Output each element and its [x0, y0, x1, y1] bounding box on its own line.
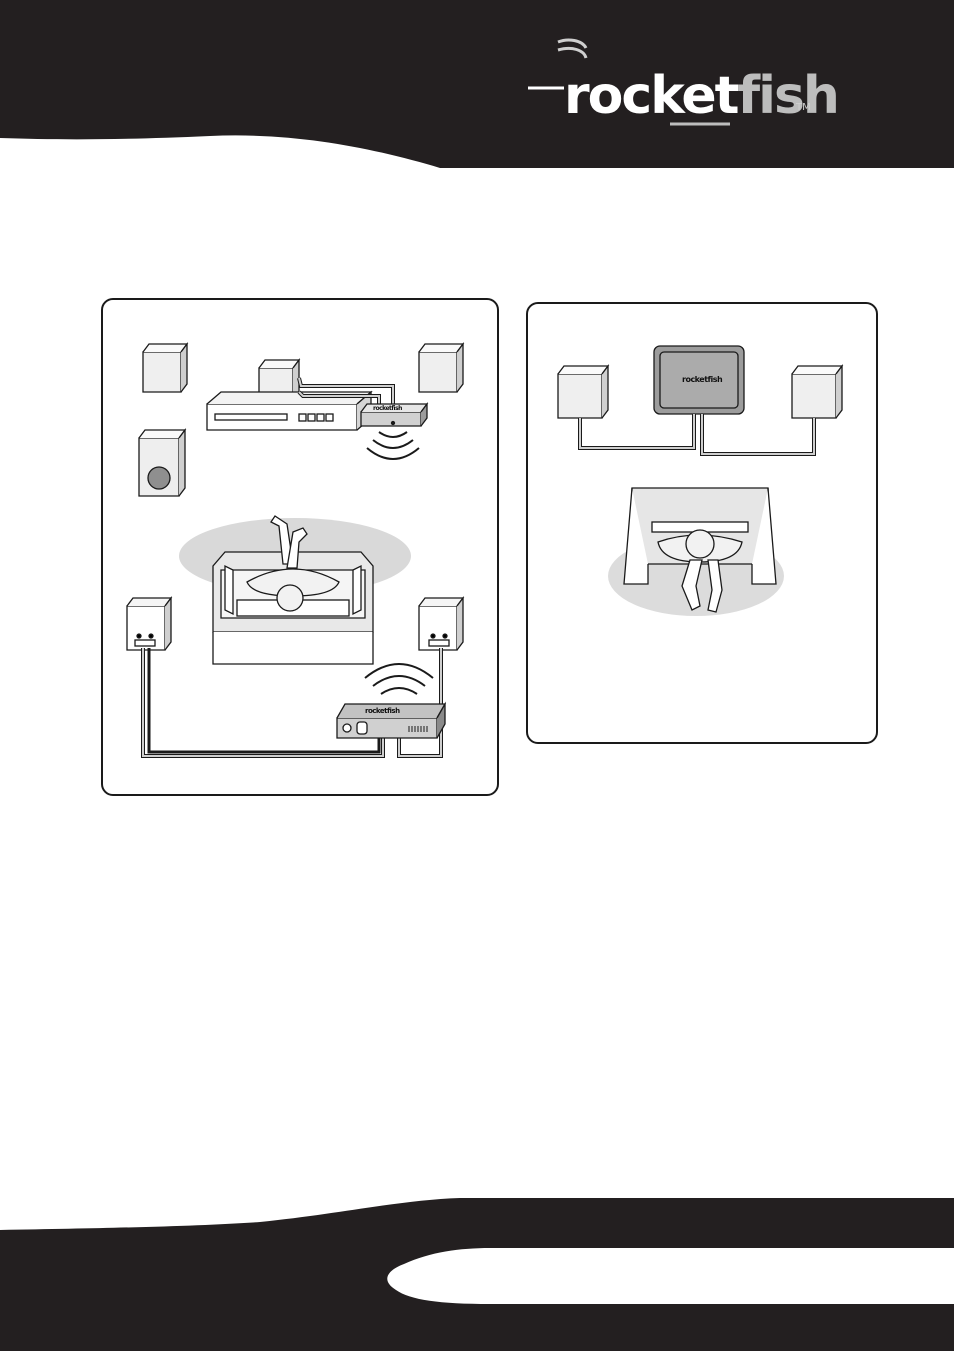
footer-tab: [387, 1248, 954, 1304]
